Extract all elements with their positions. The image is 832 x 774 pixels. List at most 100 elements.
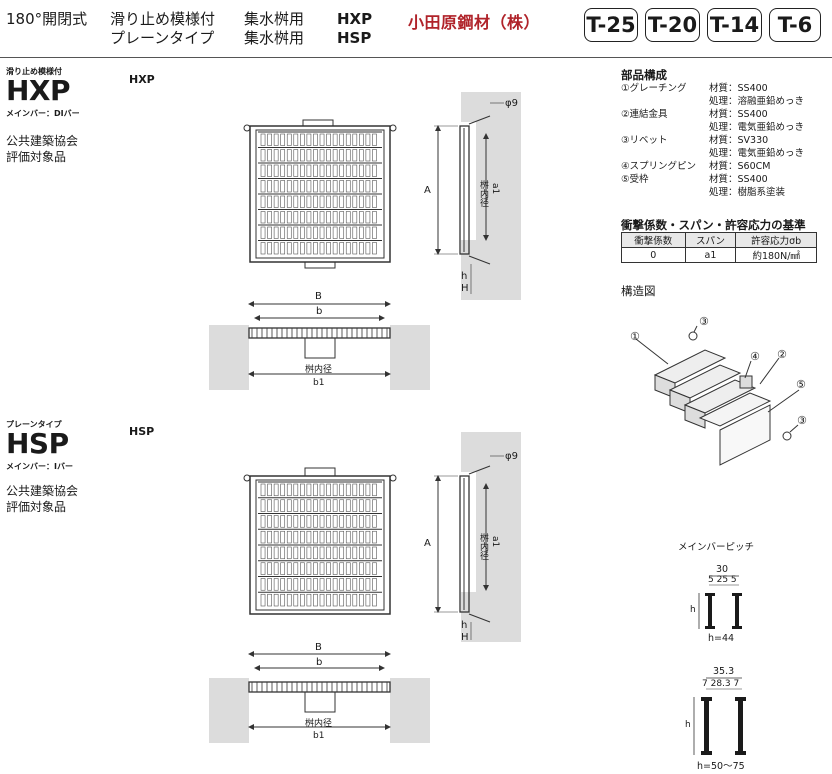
grating-slot	[332, 195, 338, 208]
grating-slot	[345, 483, 351, 497]
grating-slot	[365, 195, 371, 208]
grating-slot	[286, 593, 292, 607]
pitch2-sub: 7 28.3 7	[702, 679, 740, 689]
grating-slot	[352, 578, 358, 591]
coeff-header-impact: 衝撃係数	[621, 232, 686, 248]
grating-slot	[372, 499, 377, 512]
pitch2-h: h	[685, 720, 691, 730]
grating-slot	[352, 593, 358, 607]
grating-slot	[345, 515, 351, 528]
hxp-section-view	[434, 92, 521, 300]
grating-slot	[273, 593, 279, 607]
hxp-type-label: 滑り止め模様付	[6, 67, 62, 76]
grating-slot	[332, 578, 338, 591]
grating-slot	[332, 499, 338, 512]
grating-slot	[313, 593, 318, 607]
grating-slot	[293, 133, 299, 146]
hsp-dim-b: b	[316, 657, 323, 668]
grating-slot	[286, 242, 292, 255]
grating-slot	[280, 195, 286, 208]
hsp-phi: φ9	[505, 451, 518, 462]
part-name: ③リベット	[621, 135, 668, 146]
grating-slot	[345, 149, 351, 162]
grating-slot	[306, 530, 312, 544]
grating-slot	[273, 546, 279, 560]
grating-slot	[332, 149, 338, 162]
grating-slot	[326, 195, 331, 208]
grating-slot	[332, 515, 338, 528]
grating-slot	[339, 242, 345, 255]
pitch-diagram-50-75	[693, 677, 746, 755]
grating-slot	[273, 530, 279, 544]
header-divider	[0, 57, 832, 58]
grating-slot	[260, 149, 266, 162]
grating-slot	[273, 242, 279, 255]
grating-slot	[339, 133, 345, 146]
grating-slot	[260, 226, 266, 239]
hxp-model: HXP	[6, 74, 71, 107]
grating-slot	[345, 242, 351, 255]
grating-slot	[273, 515, 279, 528]
grating-slot	[326, 180, 331, 193]
grating-slot	[280, 242, 286, 255]
grating-slot	[313, 499, 318, 512]
grating-slot	[339, 226, 345, 239]
grating-slot	[352, 562, 358, 575]
grating-slot	[365, 226, 371, 239]
grating-slot	[339, 180, 345, 193]
grating-slot	[293, 195, 299, 208]
part-spec: 材質：SS400	[709, 109, 768, 120]
grating-slot	[332, 242, 338, 255]
grating-slot	[332, 211, 338, 224]
load-badge-t25: T-25	[584, 8, 638, 42]
grating-slot	[306, 164, 312, 177]
grating-slot	[313, 483, 318, 497]
callout-1: ①	[630, 330, 640, 343]
grating-slot	[306, 499, 312, 512]
grating-slot	[352, 195, 358, 208]
grating-slot	[286, 499, 292, 512]
grating-slot	[359, 578, 364, 591]
grating-slot	[293, 149, 299, 162]
grating-slot	[273, 164, 279, 177]
grating-slot	[359, 562, 364, 575]
grating-slot	[313, 546, 318, 560]
grating-slot	[352, 530, 358, 544]
grating-slot	[300, 149, 305, 162]
grating-slot	[345, 546, 351, 560]
part-spec: 材質：SS400	[709, 83, 768, 94]
part-name: ②連結金具	[621, 109, 668, 120]
grating-slot	[280, 164, 286, 177]
grating-slot	[313, 149, 318, 162]
hsp-section-view	[434, 432, 521, 642]
grating-slot	[313, 242, 318, 255]
hxp-dim-A: A	[424, 185, 431, 196]
grating-slot	[326, 483, 331, 497]
grating-slot	[300, 546, 305, 560]
grating-slot	[326, 530, 331, 544]
grating-slot	[319, 546, 325, 560]
grating-slot	[280, 515, 286, 528]
grating-slot	[286, 483, 292, 497]
grating-slot	[260, 530, 266, 544]
grating-slot	[300, 515, 305, 528]
grating-slot	[280, 546, 286, 560]
hsp-plan-view	[243, 467, 397, 615]
grating-slot	[293, 593, 299, 607]
grating-slot	[267, 164, 272, 177]
header-type-hsp: プレーンタイプ	[110, 29, 215, 47]
callout-2: ②	[777, 348, 787, 361]
structure-title: 構造図	[621, 284, 656, 298]
part-name-blank	[621, 95, 709, 108]
grating-slot	[267, 530, 272, 544]
grating-slot	[352, 149, 358, 162]
grating-slot	[260, 211, 266, 224]
grating-slot	[339, 530, 345, 544]
grating-slot	[306, 546, 312, 560]
grating-slot	[372, 226, 377, 239]
grating-slot	[345, 226, 351, 239]
grating-slot	[359, 149, 364, 162]
grating-slot	[352, 226, 358, 239]
grating-slot	[300, 180, 305, 193]
grating-slot	[365, 593, 371, 607]
